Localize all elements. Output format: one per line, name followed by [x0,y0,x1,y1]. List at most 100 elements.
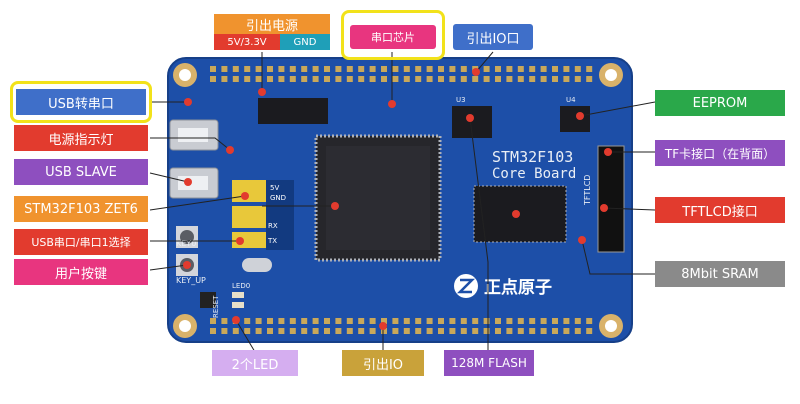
label-power-header: 引出电源 [214,14,330,34]
header-pin [438,328,444,334]
header-pin [415,66,422,72]
header-pin [529,318,536,324]
header-pin [289,76,296,82]
header-pin [381,318,387,324]
header-pin [552,318,558,324]
header-pin [346,328,353,334]
header-pin [563,76,570,82]
brand-name: 正点原子 [484,277,552,298]
header-pin [449,76,456,82]
header-pin [574,328,581,334]
header-pin [301,318,308,324]
mounting-holes [173,63,623,338]
header-pin [312,328,319,334]
header-pin [221,318,228,324]
header-pin [472,318,479,324]
header-pin [335,66,342,72]
uart-chip [258,98,328,124]
header-pin [267,328,273,334]
header-pin [460,66,467,72]
header-pin [312,66,319,72]
silk-5v: 5V [270,184,279,192]
header-pin [403,318,410,324]
silk-led: LED0 [232,282,250,290]
header-pin [255,328,262,334]
header-pin [244,76,251,82]
tftlcd-connector [597,145,625,253]
header-pin [381,66,387,72]
header-pin [517,76,524,82]
header-pin [552,76,558,82]
header-pin [358,318,365,324]
header-pin [540,76,547,82]
header-pin [232,328,239,334]
silk-rx: RX [268,222,278,230]
header-pin [312,318,319,324]
header-pin [449,318,456,324]
header-pin [483,318,490,324]
label-io-top: 引出IO口 [453,24,533,50]
header-pin [358,76,365,82]
header-pin [267,66,273,72]
silk-u3: U3 [456,96,466,104]
header-pin [438,318,444,324]
header-pin [255,66,262,72]
header-pin [574,76,581,82]
header-pin [415,328,422,334]
header-pin [210,328,216,334]
header-pin [210,66,216,72]
label-flash: 128M FLASH [444,350,534,376]
header-pin [221,66,228,72]
header-pin [335,318,342,324]
usb-connectors [169,119,219,199]
header-pin [346,76,353,82]
silk-tx: TX [267,237,277,245]
header-pin [289,318,296,324]
header-pin [495,76,501,82]
header-pin [289,66,296,72]
header-pin [312,76,319,82]
header-pin [517,66,524,72]
header-pin [563,318,570,324]
header-pin [529,66,536,72]
header-pin [301,328,308,334]
brand-logo [454,274,478,298]
header-pin [278,66,285,72]
pin-header-bottom [210,318,593,334]
board-title-2: Core Board [492,166,576,182]
header-pin [472,76,479,82]
header-pin [346,66,353,72]
header-pin [506,318,513,324]
crystal [242,258,272,272]
header-pin [358,328,365,334]
header-pin [415,76,422,82]
label-sram: 8Mbit SRAM [655,261,785,287]
label-two-led: 2个LED [212,350,298,376]
header-pin [438,76,444,82]
header-pin [426,318,433,324]
header-pin [586,66,593,72]
highlight-uart-chip [341,10,445,60]
board-title-1: STM32F103 [492,148,573,166]
header-pin [244,66,251,72]
header-pin [278,76,285,82]
eeprom-chip [560,106,590,132]
header-pin [495,328,501,334]
header-pin [586,318,593,324]
header-pin [449,328,456,334]
header-pin [426,328,433,334]
header-pin [517,318,524,324]
header-pin [563,66,570,72]
silk-tftlcd: TFTLCD [583,175,592,206]
header-pin [255,318,262,324]
header-pin [221,76,228,82]
header-pin [403,66,410,72]
header-pin [335,76,342,82]
header-pin [540,318,547,324]
header-pin [369,318,376,324]
label-tftlcd: TFTLCD接口 [655,197,785,223]
header-pin [255,76,262,82]
header-pin [301,76,308,82]
pin-header-top [210,66,593,82]
